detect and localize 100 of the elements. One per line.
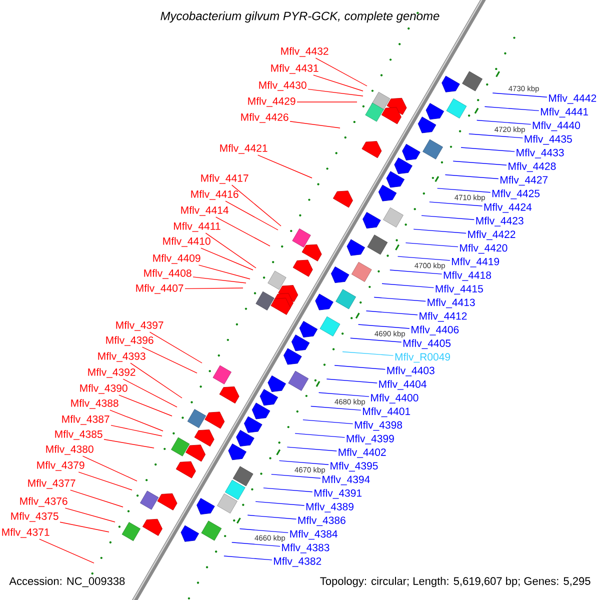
gene-label: Mflv_4411 [174,222,220,232]
leader-line [64,508,116,522]
leader-line [366,310,418,316]
gene-label: Mflv_4405 [403,339,451,349]
leader-line [149,332,202,364]
gene-label: Mflv_4397 [116,321,164,331]
leader-line [255,501,305,506]
gene-label: Mflv_4433 [516,148,564,158]
gene-label: Mflv_4407 [136,284,184,294]
leader-line [142,346,198,374]
gene-label: Mflv_4440 [532,121,580,132]
gene-label: Mflv_4403 [387,366,434,376]
leader-line [192,276,246,284]
gene-label: Mflv_4394 [322,475,370,486]
gene-label: Mflv_4401 [363,407,410,418]
leader-line [468,134,524,138]
leader-line [247,514,297,520]
gene-label: Mflv_4428 [508,162,556,172]
leader-line [492,92,548,98]
gene-label: Mflv_4419 [452,258,500,268]
leader-line [315,58,368,86]
leader-line [232,184,282,226]
leader-line [326,378,378,384]
gene-label: Mflv_4426 [241,113,288,123]
gene-label: Mflv_4386 [298,516,346,526]
gene-label: Mflv_4377 [28,479,76,489]
leader-line [205,232,256,268]
gene-label: Mflv_4392 [88,368,136,378]
gene-label: Mflv_4389 [306,502,354,512]
leader-line [436,188,491,193]
leader-line [294,433,346,438]
gene-label: Mflv_4414 [181,206,228,216]
gene-label: Mflv_4376 [20,497,68,507]
leader-line [263,488,313,492]
leader-line [374,296,426,302]
gene-label: Mflv_R0049 [395,352,450,363]
leader-line [334,365,386,370]
gene-label: Mflv_4441 [540,108,588,118]
leader-line [476,120,532,125]
gene-label: Mflv_4399 [346,434,394,444]
gene-label: Mflv_4418 [444,271,492,281]
gene-label: Mflv_4412 [420,312,467,322]
gene-label: Mflv_4384 [290,530,338,540]
leader-line [290,121,340,128]
gene-label: Mflv_4431 [271,64,318,74]
leader-line [110,410,164,432]
leader-line [60,522,110,532]
gene-label: Mflv_4375 [11,512,58,522]
leader-line [104,439,154,448]
leader-line [342,351,394,356]
leader-line [460,147,515,152]
gene-label: Mflv_4395 [330,462,378,472]
leader-line [224,556,272,560]
leader-line [257,154,312,178]
gene-label: Mflv_4390 [80,384,128,394]
gene-label: Mflv_4387 [62,415,110,425]
leader-line [452,160,507,166]
leader-line [225,200,278,230]
gene-label: Mflv_4388 [71,399,118,409]
leader-line [110,424,162,436]
gene-label: Mflv_4421 [220,144,268,154]
gene-label: Mflv_4393 [98,352,146,362]
leader-line [270,474,321,479]
gene-label: Mflv_4416 [191,190,238,200]
leader-line [358,324,410,329]
gene-label: Mflv_4391 [314,489,362,499]
gene-label: Mflv_4442 [549,94,596,104]
leader-line [382,283,434,288]
leader-line [239,528,288,534]
gene-label: Mflv_4380 [46,445,94,455]
gene-label: Mflv_4382 [274,557,322,567]
leader-line [184,288,244,290]
leader-line [405,242,458,248]
leader-line [302,419,354,424]
leader-line [318,392,370,397]
gene-label: Mflv_4429 [248,97,296,107]
gene-label: Mflv_4422 [468,230,516,240]
leader-line [308,88,364,96]
leader-line [286,446,338,452]
genome-info-text: Topology: circular; Length: 5,619,607 bp; Genes: 5,295 [320,576,590,588]
gene-label: Mflv_4410 [163,237,210,247]
gene-label: Mflv_4379 [37,461,84,471]
gene-label: Mflv_4424 [484,203,532,213]
gene-label: Mflv_4406 [412,326,459,336]
title: Mycobacterium gilvum PYR-GCK, complete genome [160,11,440,23]
gene-label: Mflv_4385 [55,430,102,440]
leader-line [278,460,329,465]
leader-line [429,202,483,206]
gene-label: Mflv_4408 [144,269,192,279]
leader-line [310,406,362,411]
gene-label: Mflv_4435 [524,135,572,145]
gene-label: Mflv_4432 [281,47,328,57]
gene-label: Mflv_4404 [379,380,426,390]
leader-line [421,215,475,220]
leader-line [200,248,254,270]
gene-label: Mflv_4420 [460,244,508,254]
gene-label: Mflv_4427 [500,176,548,186]
leader-line [231,542,280,547]
gene-label: Mflv_4415 [436,284,483,294]
leader-line [82,456,138,482]
